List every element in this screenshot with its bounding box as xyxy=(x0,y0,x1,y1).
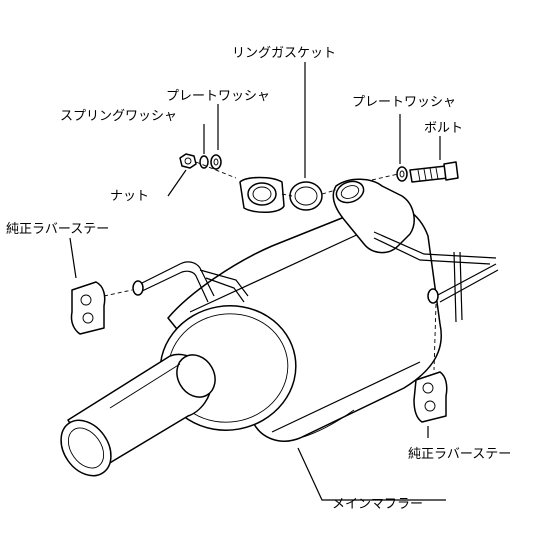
tail-pipe xyxy=(60,353,216,477)
left-hanger-bracket xyxy=(132,261,249,303)
ring-gasket xyxy=(289,181,323,211)
label-rubber-stay-right: 純正ラバーステー xyxy=(408,447,511,462)
label-main-muffler: メインマフラー xyxy=(332,497,423,512)
rubber-stay-left xyxy=(70,281,106,335)
right-fastener-set xyxy=(396,161,459,183)
rubber-stay-right xyxy=(413,371,448,423)
right-hanger-bracket xyxy=(373,231,499,323)
labels: リングガスケット プレートワッシャ プレートワッシャ スプリングワッシャ ボルト… xyxy=(6,46,511,512)
label-spring-washer: スプリングワッシャ xyxy=(60,109,177,124)
label-ring-gasket: リングガスケット xyxy=(232,46,336,61)
assembly-guide-lines xyxy=(103,161,437,371)
label-nut: ナット xyxy=(110,189,149,204)
leader-lines xyxy=(69,62,446,501)
label-bolt: ボルト xyxy=(424,121,463,136)
label-rubber-stay-left: 純正ラバーステー xyxy=(6,222,109,237)
left-fastener-set xyxy=(179,153,222,170)
flange xyxy=(239,176,285,213)
label-plate-washer-left: プレートワッシャ xyxy=(166,89,270,104)
inlet-pipe xyxy=(332,178,415,254)
label-plate-washer-right: プレートワッシャ xyxy=(352,95,456,110)
